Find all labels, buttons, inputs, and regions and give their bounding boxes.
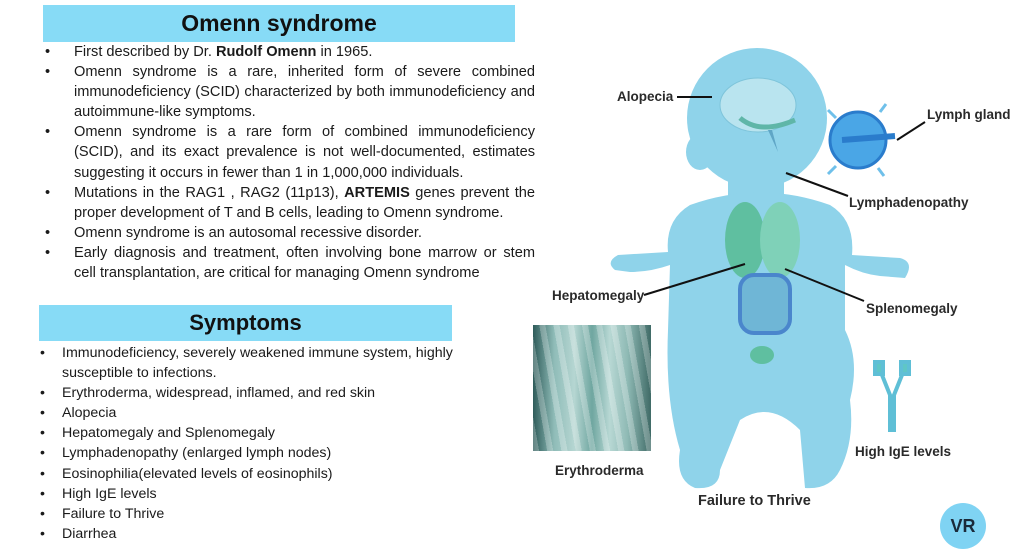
brain-icon — [719, 77, 797, 152]
label-high-ige: High IgE levels — [855, 444, 952, 459]
label-alopecia: Alopecia — [617, 89, 674, 104]
list-item: Eosinophilia(elevated levels of eosinoph… — [38, 464, 508, 484]
overview-title: Omenn syndrome — [43, 5, 515, 42]
antibody-icon — [873, 360, 911, 432]
list-item: Alopecia — [38, 403, 508, 423]
list-item: Diarrhea — [38, 524, 508, 544]
list-item: Omenn syndrome is a rare form of combine… — [43, 122, 535, 182]
symptoms-list: Immunodeficiency, severely weakened immu… — [38, 343, 508, 544]
lymph-gland-icon — [826, 103, 896, 177]
label-lymphadenopathy: Lymphadenopathy — [849, 195, 969, 210]
label-lines — [643, 96, 926, 302]
organs-icon — [725, 202, 800, 364]
list-item: Hepatomegaly and Splenomegaly — [38, 423, 508, 443]
label-lymph-gland: Lymph gland — [927, 107, 1011, 122]
list-item: High IgE levels — [38, 484, 508, 504]
list-item: Immunodeficiency, severely weakened immu… — [38, 343, 508, 383]
list-item: Omenn syndrome is an autosomal recessive… — [43, 223, 535, 243]
symptoms-title: Symptoms — [39, 305, 452, 341]
list-item: Lymphadenopathy (enlarged lymph nodes) — [38, 443, 508, 463]
erythroderma-photo — [533, 325, 651, 451]
label-splenomegaly: Splenomegaly — [866, 301, 958, 316]
list-item: Erythroderma, widespread, inflamed, and … — [38, 383, 508, 403]
list-item: Mutations in the RAG1 , RAG2 (11p13), AR… — [43, 183, 535, 223]
list-item: First described by Dr. Rudolf Omenn in 1… — [43, 42, 535, 62]
list-item: Failure to Thrive — [38, 504, 508, 524]
label-hepatomegaly: Hepatomegaly — [552, 288, 645, 303]
vr-badge: VR — [940, 503, 986, 549]
label-failure-to-thrive: Failure to Thrive — [698, 493, 811, 509]
list-item: Omenn syndrome is a rare, inherited form… — [43, 62, 535, 122]
label-erythroderma: Erythroderma — [555, 463, 644, 478]
list-item: Early diagnosis and treatment, often inv… — [43, 243, 535, 283]
overview-list: First described by Dr. Rudolf Omenn in 1… — [43, 42, 535, 283]
